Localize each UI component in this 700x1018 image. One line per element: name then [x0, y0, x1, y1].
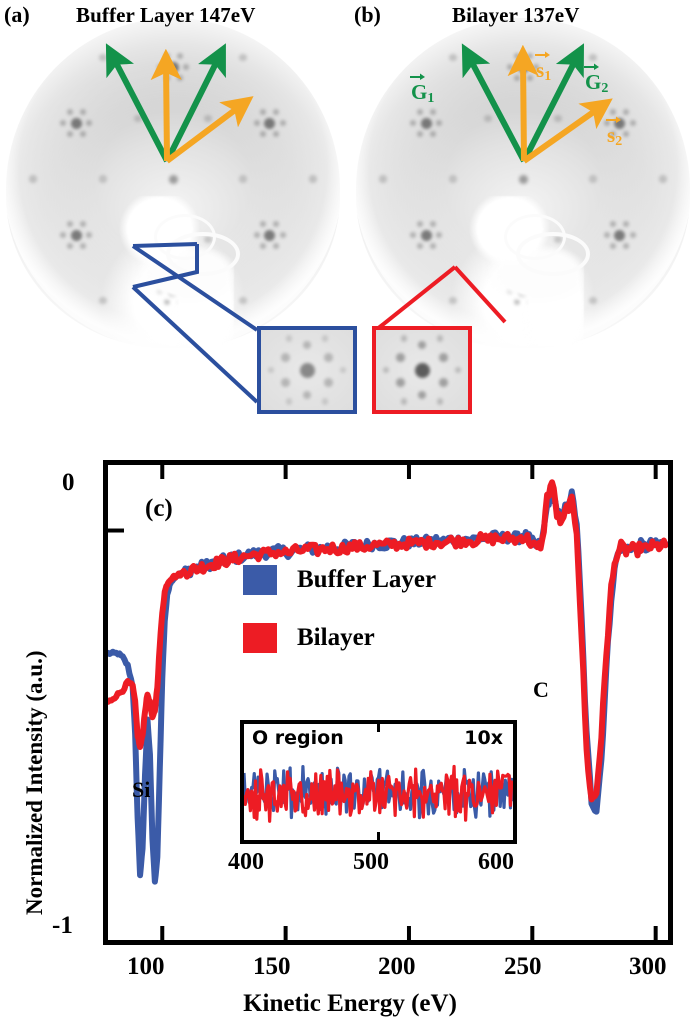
inset-multiplier-label: 10x — [464, 727, 503, 749]
x-tick-label-300: 300 — [629, 953, 667, 980]
leed-inset-a-bg — [261, 330, 353, 410]
x-tick-label-100: 100 — [127, 953, 165, 980]
auger-spectrum-panel: Normalized Intensity (a.u.) 0 -1 (c) Si … — [0, 425, 700, 1017]
plot-area — [103, 460, 673, 945]
leed-panel-row: G1 G2 s1 s2 (a) Buffer Layer 147eV (b — [0, 0, 700, 425]
vector-label-s2-sub: 2 — [615, 134, 623, 149]
legend-swatch-buffer-layer — [243, 565, 277, 595]
legend-item-bilayer: Bilayer — [243, 623, 436, 653]
series-bilayer — [108, 482, 666, 799]
vector-label-s2-base: s — [607, 123, 616, 147]
vector-label-s1-sub: 1 — [544, 69, 552, 84]
inset-x-tick-500: 500 — [353, 849, 389, 875]
spectrum-curves — [108, 465, 668, 940]
vector-label-G1-sub: 1 — [427, 91, 435, 106]
vector-arrow-icon-G1 — [410, 73, 425, 80]
panel-title-b: Bilayer 137eV — [452, 3, 580, 27]
vector-arrow-icon-s2 — [606, 116, 621, 123]
vector-label-G2: G2 — [584, 63, 609, 96]
inset-x-tick-400: 400 — [228, 849, 264, 875]
x-tick-label-250: 250 — [504, 953, 542, 980]
peak-label-si: Si — [132, 777, 151, 802]
legend-item-buffer-layer: Buffer Layer — [243, 565, 436, 595]
leed-screen-b — [356, 18, 690, 348]
inset-x-tick-600: 600 — [478, 849, 514, 875]
inset-title: O region — [252, 727, 344, 749]
vector-label-G2-sub: 2 — [601, 81, 609, 96]
inset-series-bilayer — [244, 767, 513, 822]
panel-title-a: Buffer Layer 147eV — [76, 3, 256, 27]
vector-arrow-icon-s1 — [535, 51, 550, 58]
panel-tag-b: (b) — [354, 2, 381, 27]
vector-label-G2-base: G — [585, 70, 602, 94]
vector-label-s1-base: s — [536, 58, 545, 82]
x-axis-label: Kinetic Energy (eV) — [243, 990, 457, 1017]
leed-inset-b-bg — [376, 330, 468, 410]
leed-image-b — [356, 18, 690, 348]
vector-label-G1: G1 — [410, 73, 435, 106]
y-tick-label-0: 0 — [62, 469, 75, 496]
leed-inset-a — [257, 326, 357, 414]
leed-screen-a — [6, 18, 340, 348]
panel-tag-a: (a) — [4, 2, 30, 27]
leed-image-a — [6, 18, 340, 348]
leed-inset-b — [372, 326, 472, 414]
chart-legend: Buffer Layer Bilayer — [243, 565, 436, 681]
inset-noise-curves — [244, 724, 513, 840]
panel-tag-c: (c) — [145, 495, 173, 522]
vector-label-s2: s2 — [606, 116, 623, 149]
legend-label-bilayer: Bilayer — [297, 624, 375, 651]
x-tick-label-150: 150 — [253, 953, 291, 980]
vector-arrow-icon-G2 — [584, 63, 599, 70]
y-tick-label-minus1: -1 — [52, 912, 73, 939]
vector-label-s1: s1 — [535, 51, 552, 84]
y-axis-label: Normalized Intensity (a.u.) — [22, 650, 47, 915]
legend-swatch-bilayer — [243, 623, 277, 653]
legend-label-buffer-layer: Buffer Layer — [297, 566, 437, 593]
vector-label-G1-base: G — [411, 80, 428, 104]
oxygen-region-inset: O region 10x — [240, 720, 517, 844]
x-tick-label-200: 200 — [378, 953, 416, 980]
peak-label-c: C — [533, 677, 549, 702]
